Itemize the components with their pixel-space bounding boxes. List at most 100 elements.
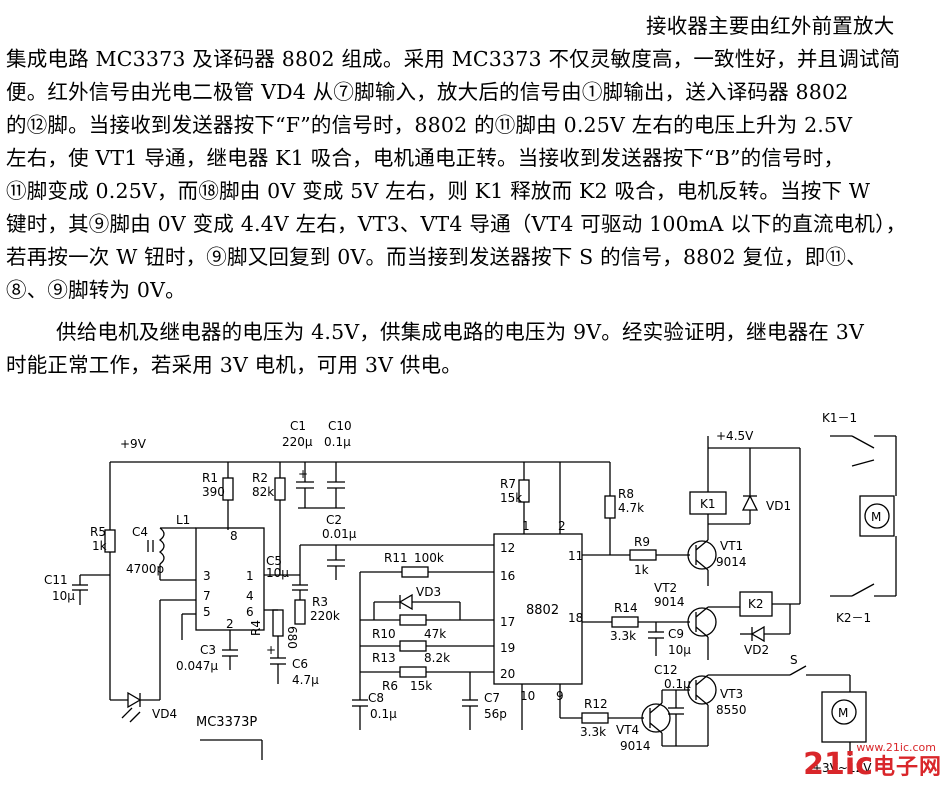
text-line: 若再按一次 W 钮时，⑨脚又回复到 0V。而当接到发送器按下 S 的信号，880… (6, 245, 867, 269)
svg-text:7: 7 (203, 589, 211, 603)
svg-text:VT4: VT4 (616, 723, 639, 737)
label-45v: +4.5V (716, 429, 754, 443)
svg-text:R1: R1 (202, 471, 218, 485)
svg-text:C3: C3 (200, 643, 216, 657)
inductor-l1 (158, 527, 165, 565)
svg-text:C5: C5 (266, 554, 282, 568)
resistor-r4 (272, 609, 284, 637)
svg-text:1k: 1k (634, 563, 649, 577)
label-9v: +9V (120, 437, 147, 451)
svg-text:8550: 8550 (716, 703, 747, 717)
resistor-r12 (581, 712, 609, 724)
svg-text:9014: 9014 (716, 555, 747, 569)
svg-text:9014: 9014 (620, 739, 651, 753)
svg-text:16: 16 (500, 569, 515, 583)
svg-text:VT2: VT2 (654, 581, 677, 595)
svg-text:+: + (266, 643, 276, 657)
transistor-vt3 (687, 675, 717, 705)
svg-text:M: M (838, 706, 848, 720)
switch-s (789, 665, 807, 676)
svg-text:20: 20 (500, 667, 515, 681)
svg-text:10μ: 10μ (52, 589, 75, 603)
svg-text:C4: C4 (132, 525, 148, 539)
label-motor-supply: +3V~12V (812, 761, 872, 775)
svg-text:11: 11 (568, 549, 583, 563)
svg-text:C9: C9 (668, 627, 684, 641)
transistor-vt2 (687, 607, 717, 637)
diode-vd1 (741, 494, 759, 511)
svg-text:R4: R4 (249, 620, 263, 636)
svg-text:K2: K2 (748, 597, 764, 611)
switch-k1-1 (851, 435, 875, 449)
diode-vd2 (750, 625, 765, 643)
svg-text:2: 2 (226, 617, 234, 631)
svg-text:47k: 47k (424, 627, 446, 641)
svg-text:K2－1: K2－1 (836, 611, 871, 625)
svg-text:8: 8 (230, 529, 238, 543)
svg-text:L1: L1 (176, 513, 190, 527)
resistor-r11 (401, 566, 429, 578)
resistor-r6 (399, 666, 427, 678)
svg-text:R2: R2 (252, 471, 268, 485)
resistor-r3 (294, 599, 306, 625)
svg-text:2: 2 (558, 519, 566, 533)
svg-text:19: 19 (500, 641, 515, 655)
svg-text:9014: 9014 (654, 595, 685, 609)
text-line: ⑪脚变成 0.25V，而⑱脚由 0V 变成 5V 左右，则 K1 释放而 K2 … (6, 179, 871, 203)
svg-text:4700p: 4700p (126, 562, 164, 576)
watermark-logo: 21ic电子网 www.21ic.com (803, 741, 942, 782)
svg-text:K1: K1 (700, 497, 716, 511)
svg-text:3.3k: 3.3k (610, 629, 636, 643)
svg-text:82k: 82k (252, 485, 274, 499)
svg-text:C11: C11 (44, 573, 68, 587)
svg-text:R7: R7 (500, 477, 516, 491)
switch-k2-1 (851, 583, 875, 597)
svg-text:3: 3 (203, 569, 211, 583)
svg-text:+: + (298, 467, 308, 481)
resistor-r10 (399, 614, 427, 626)
svg-text:8.2k: 8.2k (424, 651, 450, 665)
svg-text:C8: C8 (368, 691, 384, 705)
svg-text:1: 1 (246, 569, 254, 583)
svg-text:C2: C2 (326, 513, 342, 527)
svg-text:R14: R14 (614, 601, 638, 615)
svg-text:C7: C7 (484, 691, 500, 705)
svg-text:3.3k: 3.3k (580, 725, 606, 739)
svg-text:VD1: VD1 (766, 499, 791, 513)
svg-text:R9: R9 (634, 535, 650, 549)
svg-text:C10: C10 (328, 419, 352, 433)
resistor-r2 (274, 477, 286, 501)
motor-main (864, 503, 890, 529)
svg-text:100k: 100k (414, 551, 444, 565)
text-line: 便。红外信号由光电二极管 VD4 从⑦脚输入，放大后的信号由①脚输出，送入译码器… (6, 80, 849, 104)
svg-text:S: S (790, 653, 798, 667)
svg-text:VT3: VT3 (720, 687, 743, 701)
text-line: 时能正常工作，若采用 3V 电机，可用 3V 供电。 (6, 353, 462, 377)
svg-text:5: 5 (203, 605, 211, 619)
svg-text:15k: 15k (500, 491, 522, 505)
svg-text:R13: R13 (372, 651, 396, 665)
svg-text:4.7μ: 4.7μ (292, 673, 319, 687)
svg-text:VD3: VD3 (416, 585, 441, 599)
svg-text:1: 1 (522, 519, 530, 533)
svg-text:0.1μ: 0.1μ (324, 435, 351, 449)
svg-text:390: 390 (202, 485, 225, 499)
svg-text:220k: 220k (310, 609, 340, 623)
svg-text:R12: R12 (584, 697, 608, 711)
svg-text:M: M (871, 510, 881, 524)
text-line: 接收器主要由红外前置放大 (646, 14, 895, 38)
text-line: 键时，其⑨脚由 0V 变成 4.4V 左右，VT3、VT4 导通（VT4 可驱动… (6, 212, 907, 236)
motor-secondary (831, 699, 857, 725)
transistor-vt1 (687, 540, 717, 570)
ic-8802 (493, 533, 583, 685)
svg-text:0.047μ: 0.047μ (176, 659, 218, 673)
svg-text:10μ: 10μ (266, 566, 289, 580)
svg-text:6: 6 (246, 605, 254, 619)
resistor-r9 (629, 549, 657, 561)
resistor-r8 (604, 495, 616, 519)
text-line: 供给电机及继电器的电压为 4.5V，供集成电路的电压为 9V。经实验证明，继电器… (56, 320, 864, 344)
svg-text:C1: C1 (290, 419, 306, 433)
svg-text:R10: R10 (372, 627, 396, 641)
text-line: 集成电路 MC3373 及译码器 8802 组成。采用 MC3373 不仅灵敏度… (6, 47, 901, 71)
svg-text:680: 680 (285, 626, 299, 649)
